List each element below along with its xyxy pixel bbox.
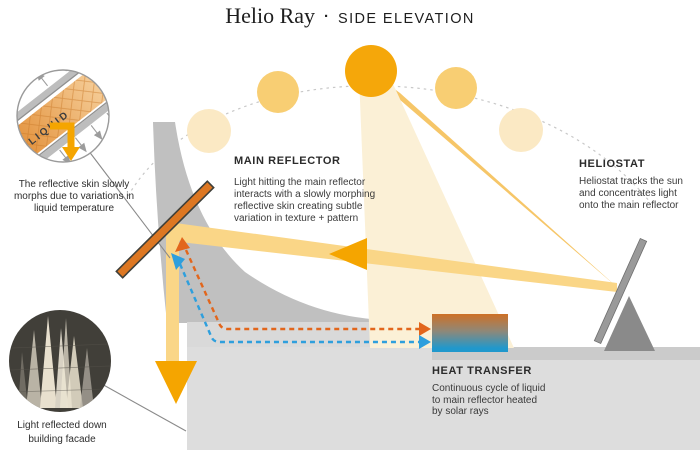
- ground: [187, 347, 700, 450]
- sunbeam-to-heliostat: [348, 55, 618, 288]
- heat-exchange-box: [432, 314, 508, 352]
- pale-sunbeam-to-heat-box: [359, 76, 514, 348]
- facade-arrow-down-icon: [155, 361, 197, 404]
- hot-arrow-up-icon: [175, 237, 190, 252]
- reflected-beam-horizontal: [168, 222, 617, 292]
- title-separator: ·: [324, 8, 330, 25]
- page-title: Helio Ray · SIDE ELEVATION: [0, 3, 700, 29]
- cold-liquid-dashed-path: [171, 253, 431, 349]
- heat-transfer-body: Continuous cycle of liquid to main refle…: [432, 383, 546, 417]
- leader-line-facade-inset: [99, 382, 187, 432]
- sun-icon-left: [257, 71, 299, 113]
- heliostat-base: [604, 296, 655, 351]
- title-brand: Helio Ray: [225, 3, 316, 28]
- skin-callout-caption: The reflective skin slowly morphs due to…: [13, 179, 135, 214]
- heliostat-body: Heliostat tracks the sun and concentrate…: [579, 176, 683, 211]
- sun-icon-far-left: [187, 109, 231, 153]
- mirror-panel: [115, 180, 215, 279]
- facade-caption: Light reflected down building facade: [17, 420, 107, 445]
- main-reflector-heading: MAIN REFLECTOR: [234, 155, 341, 167]
- heliostat-heading: HELIOSTAT: [579, 158, 646, 170]
- title-view: SIDE ELEVATION: [338, 11, 475, 27]
- sun-icon-right: [435, 67, 477, 109]
- main-reflector-body: Light hitting the main reflector interac…: [234, 177, 376, 224]
- cold-arrow-icon: [171, 253, 185, 270]
- hot-liquid-dashed-path: [175, 237, 431, 336]
- beam-arrow-left-icon: [329, 238, 367, 270]
- facade-inset: [9, 310, 111, 412]
- sun-icon-main: [345, 45, 397, 97]
- tower-platform: [187, 322, 386, 348]
- reflector-tower: [153, 122, 386, 323]
- hot-arrow-right-icon: [419, 322, 431, 336]
- liquid-inset: LIQUID: [16, 69, 110, 163]
- sun-icon-far-right: [499, 108, 543, 152]
- cold-arrow-right-icon: [419, 335, 431, 349]
- heliostat-panel: [593, 237, 648, 345]
- liquid-elbow-arrow-icon: [50, 122, 80, 161]
- heat-transfer-heading: HEAT TRANSFER: [432, 365, 532, 377]
